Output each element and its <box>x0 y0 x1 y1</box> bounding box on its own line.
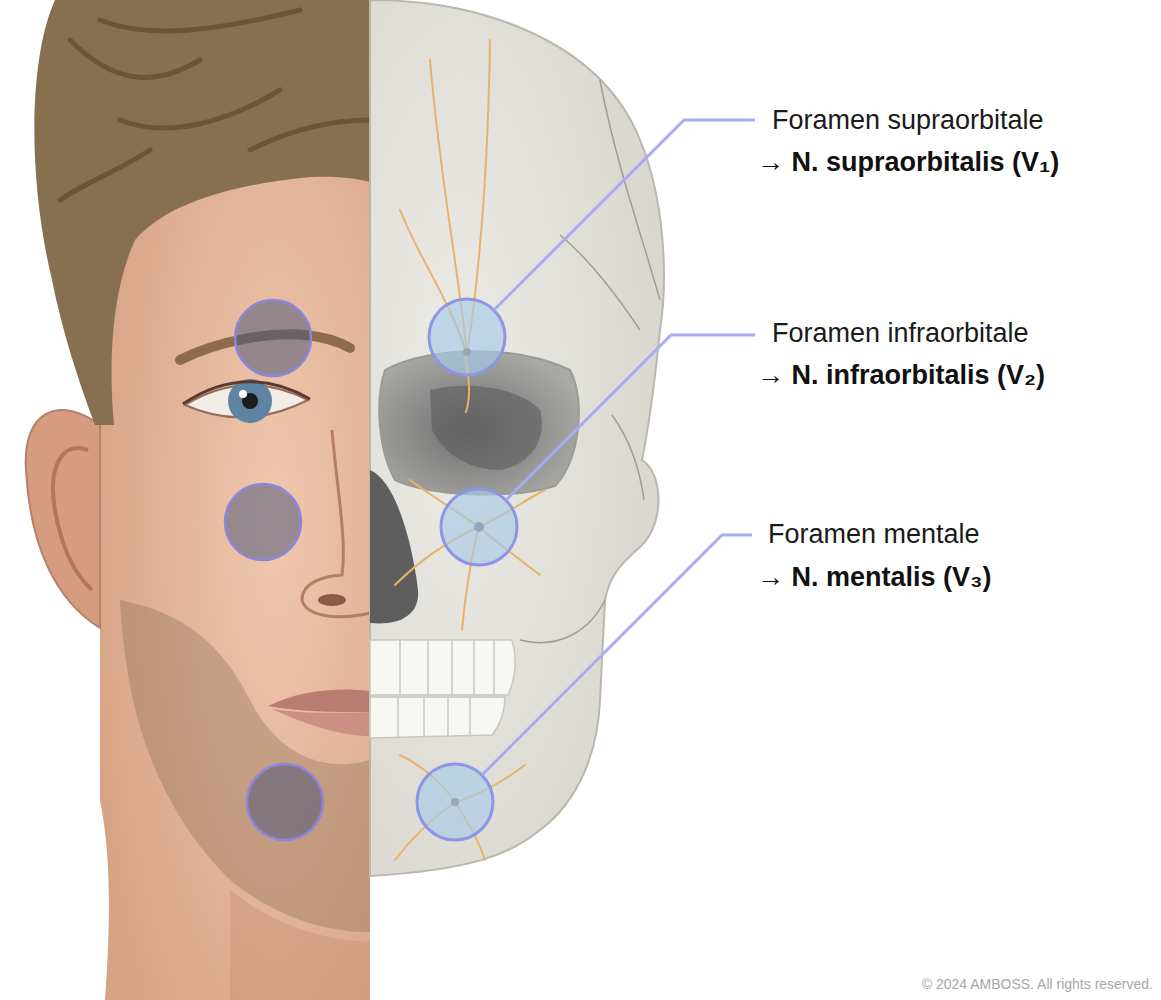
neck-shadow <box>230 890 370 1000</box>
pressure-point-circle <box>225 484 301 560</box>
pressure-point-circle <box>235 300 311 376</box>
tooth-gaps <box>400 640 494 695</box>
orbit-depth <box>430 386 542 470</box>
nerve-branches <box>395 40 545 860</box>
nose-outline <box>302 430 370 617</box>
leader-line <box>506 335 755 500</box>
upper-lip <box>268 689 370 712</box>
nerve-name: → N. mentalis (V₃) <box>757 561 992 593</box>
foramen-circle <box>441 489 517 565</box>
leader-lines <box>482 120 755 775</box>
infraorbital-nerve <box>395 480 545 630</box>
nasal-cavity <box>370 470 418 623</box>
leader-line <box>482 535 752 775</box>
mental-nerve <box>395 755 525 860</box>
leader-line <box>494 120 755 310</box>
nerve-name: → N. supraorbitalis (V₁) <box>757 146 1059 178</box>
lower-teeth <box>370 697 505 738</box>
foramen-circle <box>429 299 505 375</box>
lower-lip <box>272 709 370 736</box>
upper-teeth <box>370 640 515 695</box>
face-half <box>26 0 370 1000</box>
beard-stubble <box>120 600 370 932</box>
ear-fold <box>53 448 92 590</box>
hair-texture <box>60 10 370 200</box>
upper-eyelid <box>183 382 310 404</box>
iris <box>228 379 272 423</box>
ear <box>26 410 100 628</box>
foramen-name: Foramen supraorbitale <box>772 104 1044 136</box>
skull-half <box>370 0 664 876</box>
nostril <box>318 594 346 606</box>
skull-outline <box>370 0 664 876</box>
pressure-point-circle <box>247 764 323 840</box>
hair <box>34 0 370 425</box>
foramen-circle <box>417 764 493 840</box>
foramen-name: Foramen mentale <box>768 518 980 550</box>
foramen-name: Foramen infraorbitale <box>772 317 1029 349</box>
nerve-name: → N. infraorbitalis (V₂) <box>757 359 1045 391</box>
copyright-watermark: © 2024 AMBOSS. All rights reserved. <box>922 976 1153 993</box>
tooth-gaps <box>398 697 470 738</box>
eye-highlight <box>239 390 247 398</box>
